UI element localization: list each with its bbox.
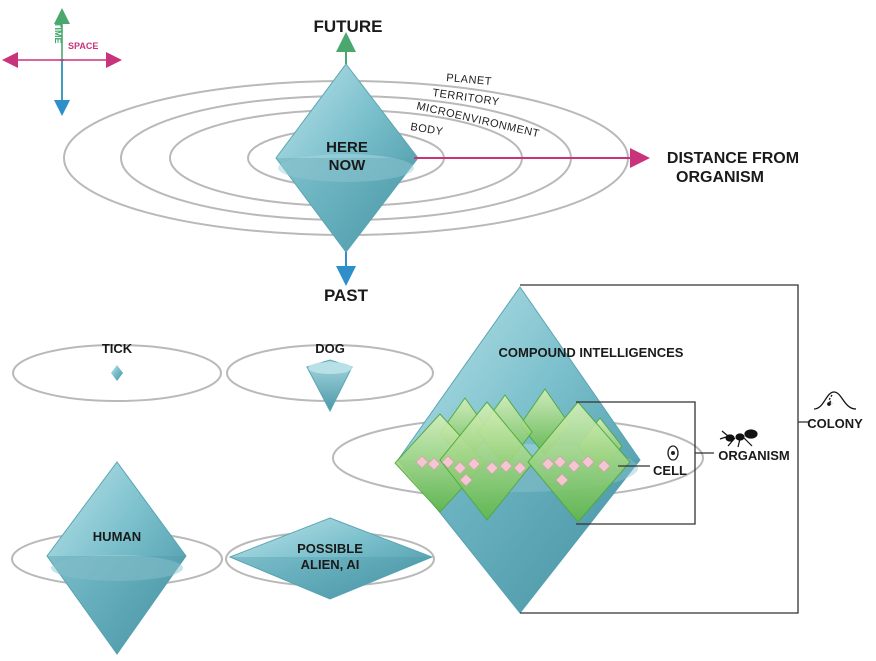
- colony-bracket: [520, 284, 799, 614]
- ring-label-planet: PLANET: [446, 72, 493, 88]
- colony-label: COLONY: [807, 416, 863, 431]
- distance-label-line2: ORGANISM: [676, 169, 764, 186]
- hierarchy-brackets: [520, 284, 808, 614]
- ant-icon: [719, 429, 758, 448]
- organism-bracket: [576, 401, 696, 525]
- future-label: FUTURE: [314, 17, 383, 36]
- here-label: HERE: [326, 139, 368, 156]
- human-label: HUMAN: [93, 529, 141, 544]
- green-sub-intelligences: [394, 388, 631, 523]
- dog-example: DOG: [226, 341, 434, 413]
- cell-label: CELL: [653, 463, 687, 478]
- organism-label: ORGANISM: [718, 448, 790, 463]
- pink-cells: [415, 455, 611, 487]
- human-example: HUMAN: [11, 461, 223, 655]
- space-axis-label: SPACE: [68, 41, 98, 51]
- cell-icon: [667, 445, 679, 461]
- time-axis-label: TIME: [53, 22, 63, 44]
- compound-label: COMPOUND INTELLIGENCES: [499, 345, 684, 360]
- distance-label-line1: DISTANCE FROM: [667, 150, 799, 167]
- dog-label: DOG: [315, 341, 345, 356]
- past-label: PAST: [324, 286, 369, 305]
- alien-label-line1: POSSIBLE: [297, 541, 363, 556]
- colony-icon: [813, 391, 857, 410]
- alien-ai-example: POSSIBLE ALIEN, AI: [225, 517, 435, 600]
- ring-label-body: BODY: [410, 121, 445, 138]
- here-now-diamond: [275, 63, 419, 253]
- tick-label: TICK: [102, 341, 133, 356]
- tick-example: TICK: [12, 341, 222, 402]
- compound-intelligences: COMPOUND INTELLIGENCES: [332, 286, 704, 614]
- now-label: NOW: [329, 157, 367, 174]
- alien-label-line2: ALIEN, AI: [301, 557, 360, 572]
- legend-axes: TIME SPACE: [2, 8, 122, 116]
